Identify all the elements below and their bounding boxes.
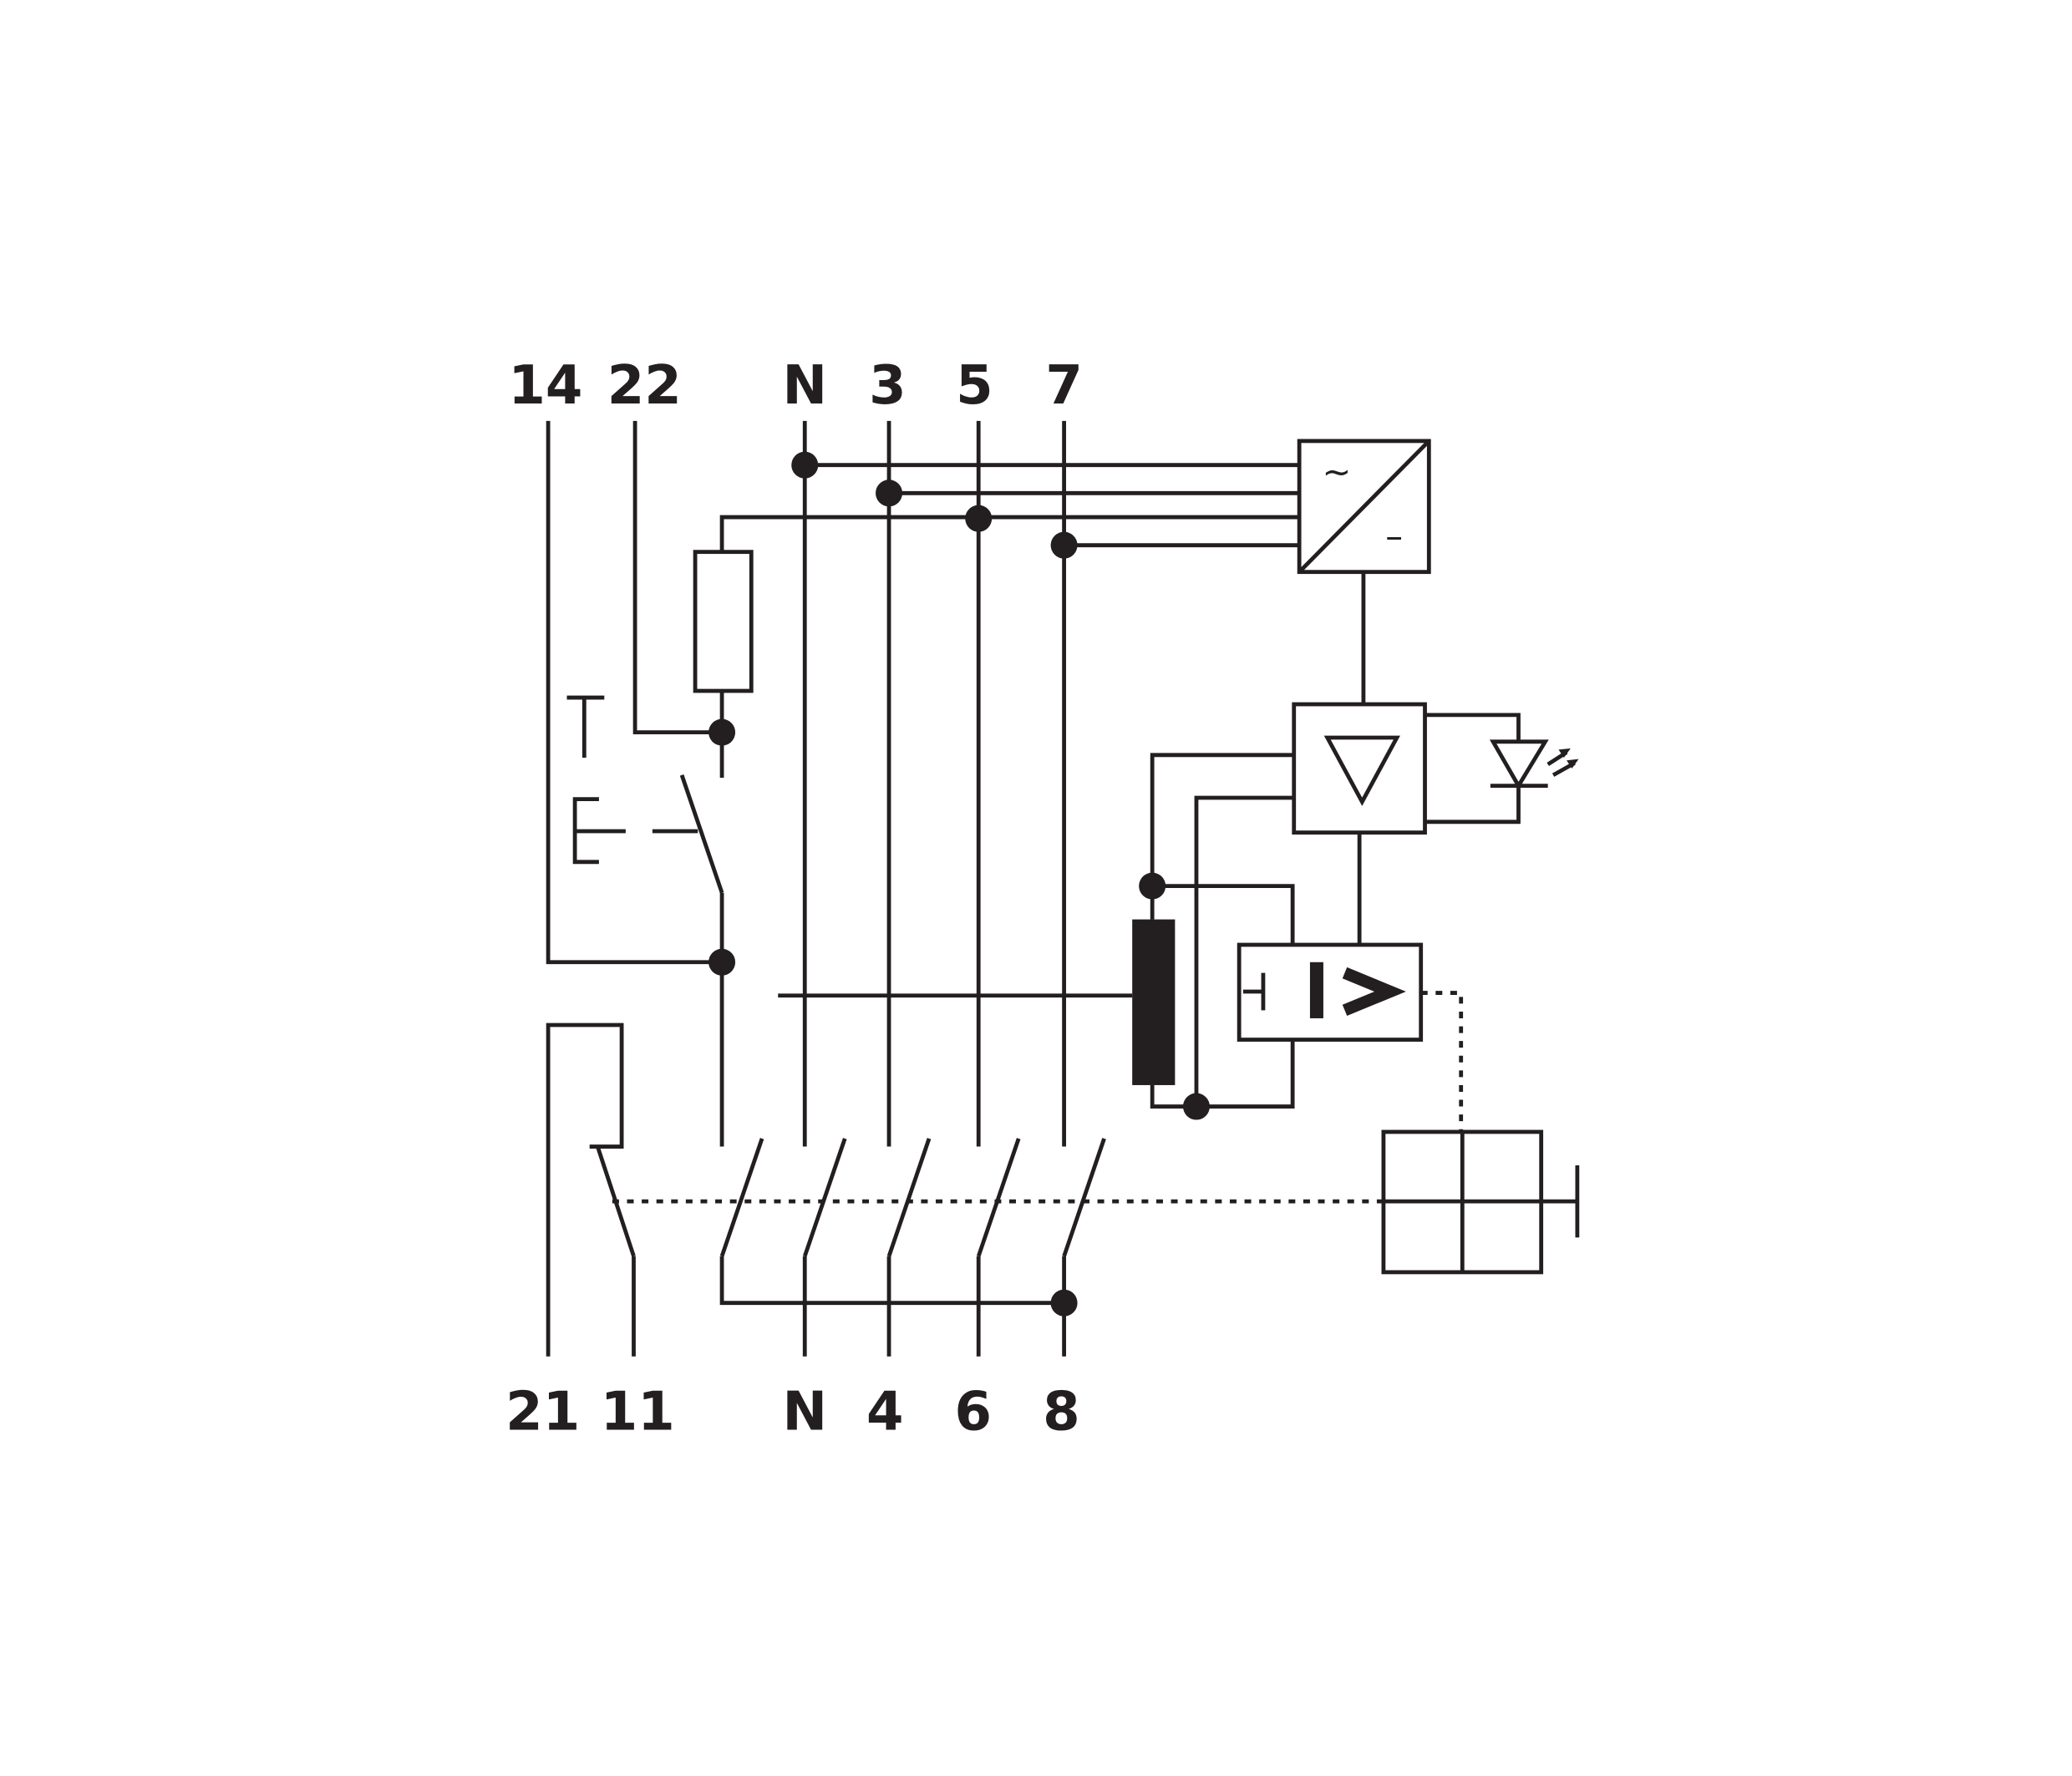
aux-test-circuit: T E xyxy=(546,420,1300,1147)
led-icon xyxy=(1489,739,1579,790)
terminal-5: 5 xyxy=(956,355,993,417)
terminal-4: 4 xyxy=(866,1382,904,1444)
terminal-14: 14 xyxy=(508,355,582,417)
dc-symbol: – xyxy=(1385,515,1403,556)
terminal-8: 8 xyxy=(1043,1382,1080,1444)
terminal-7: 7 xyxy=(1045,355,1083,417)
test-button-symbol: T E xyxy=(566,695,698,865)
amplifier xyxy=(1139,702,1579,1107)
resistor xyxy=(693,550,754,693)
terminal-3: 3 xyxy=(869,355,906,417)
terminal-21: 21 xyxy=(505,1382,580,1444)
ac-symbol: ~ xyxy=(1323,451,1352,492)
terminal-n-top: N xyxy=(782,355,827,417)
switch-contacts xyxy=(546,1022,1384,1357)
current-transformer xyxy=(1132,919,1176,1085)
top-terminal-labels: 14 22 N 3 5 7 xyxy=(508,355,1082,417)
main-poles xyxy=(778,420,1300,1147)
terminal-n-bottom: N xyxy=(782,1382,827,1444)
bottom-terminal-labels: 21 11 N 4 6 8 xyxy=(505,1382,1079,1444)
amplifier-triangle-icon xyxy=(1323,735,1400,806)
terminal-22: 22 xyxy=(607,355,682,417)
terminal-6: 6 xyxy=(955,1382,993,1444)
ac-dc-converter: ~ – xyxy=(1297,439,1431,705)
trip-mechanism xyxy=(1381,1129,1580,1275)
trip-relay: I > xyxy=(1237,942,1464,1131)
terminal-11: 11 xyxy=(601,1382,675,1444)
